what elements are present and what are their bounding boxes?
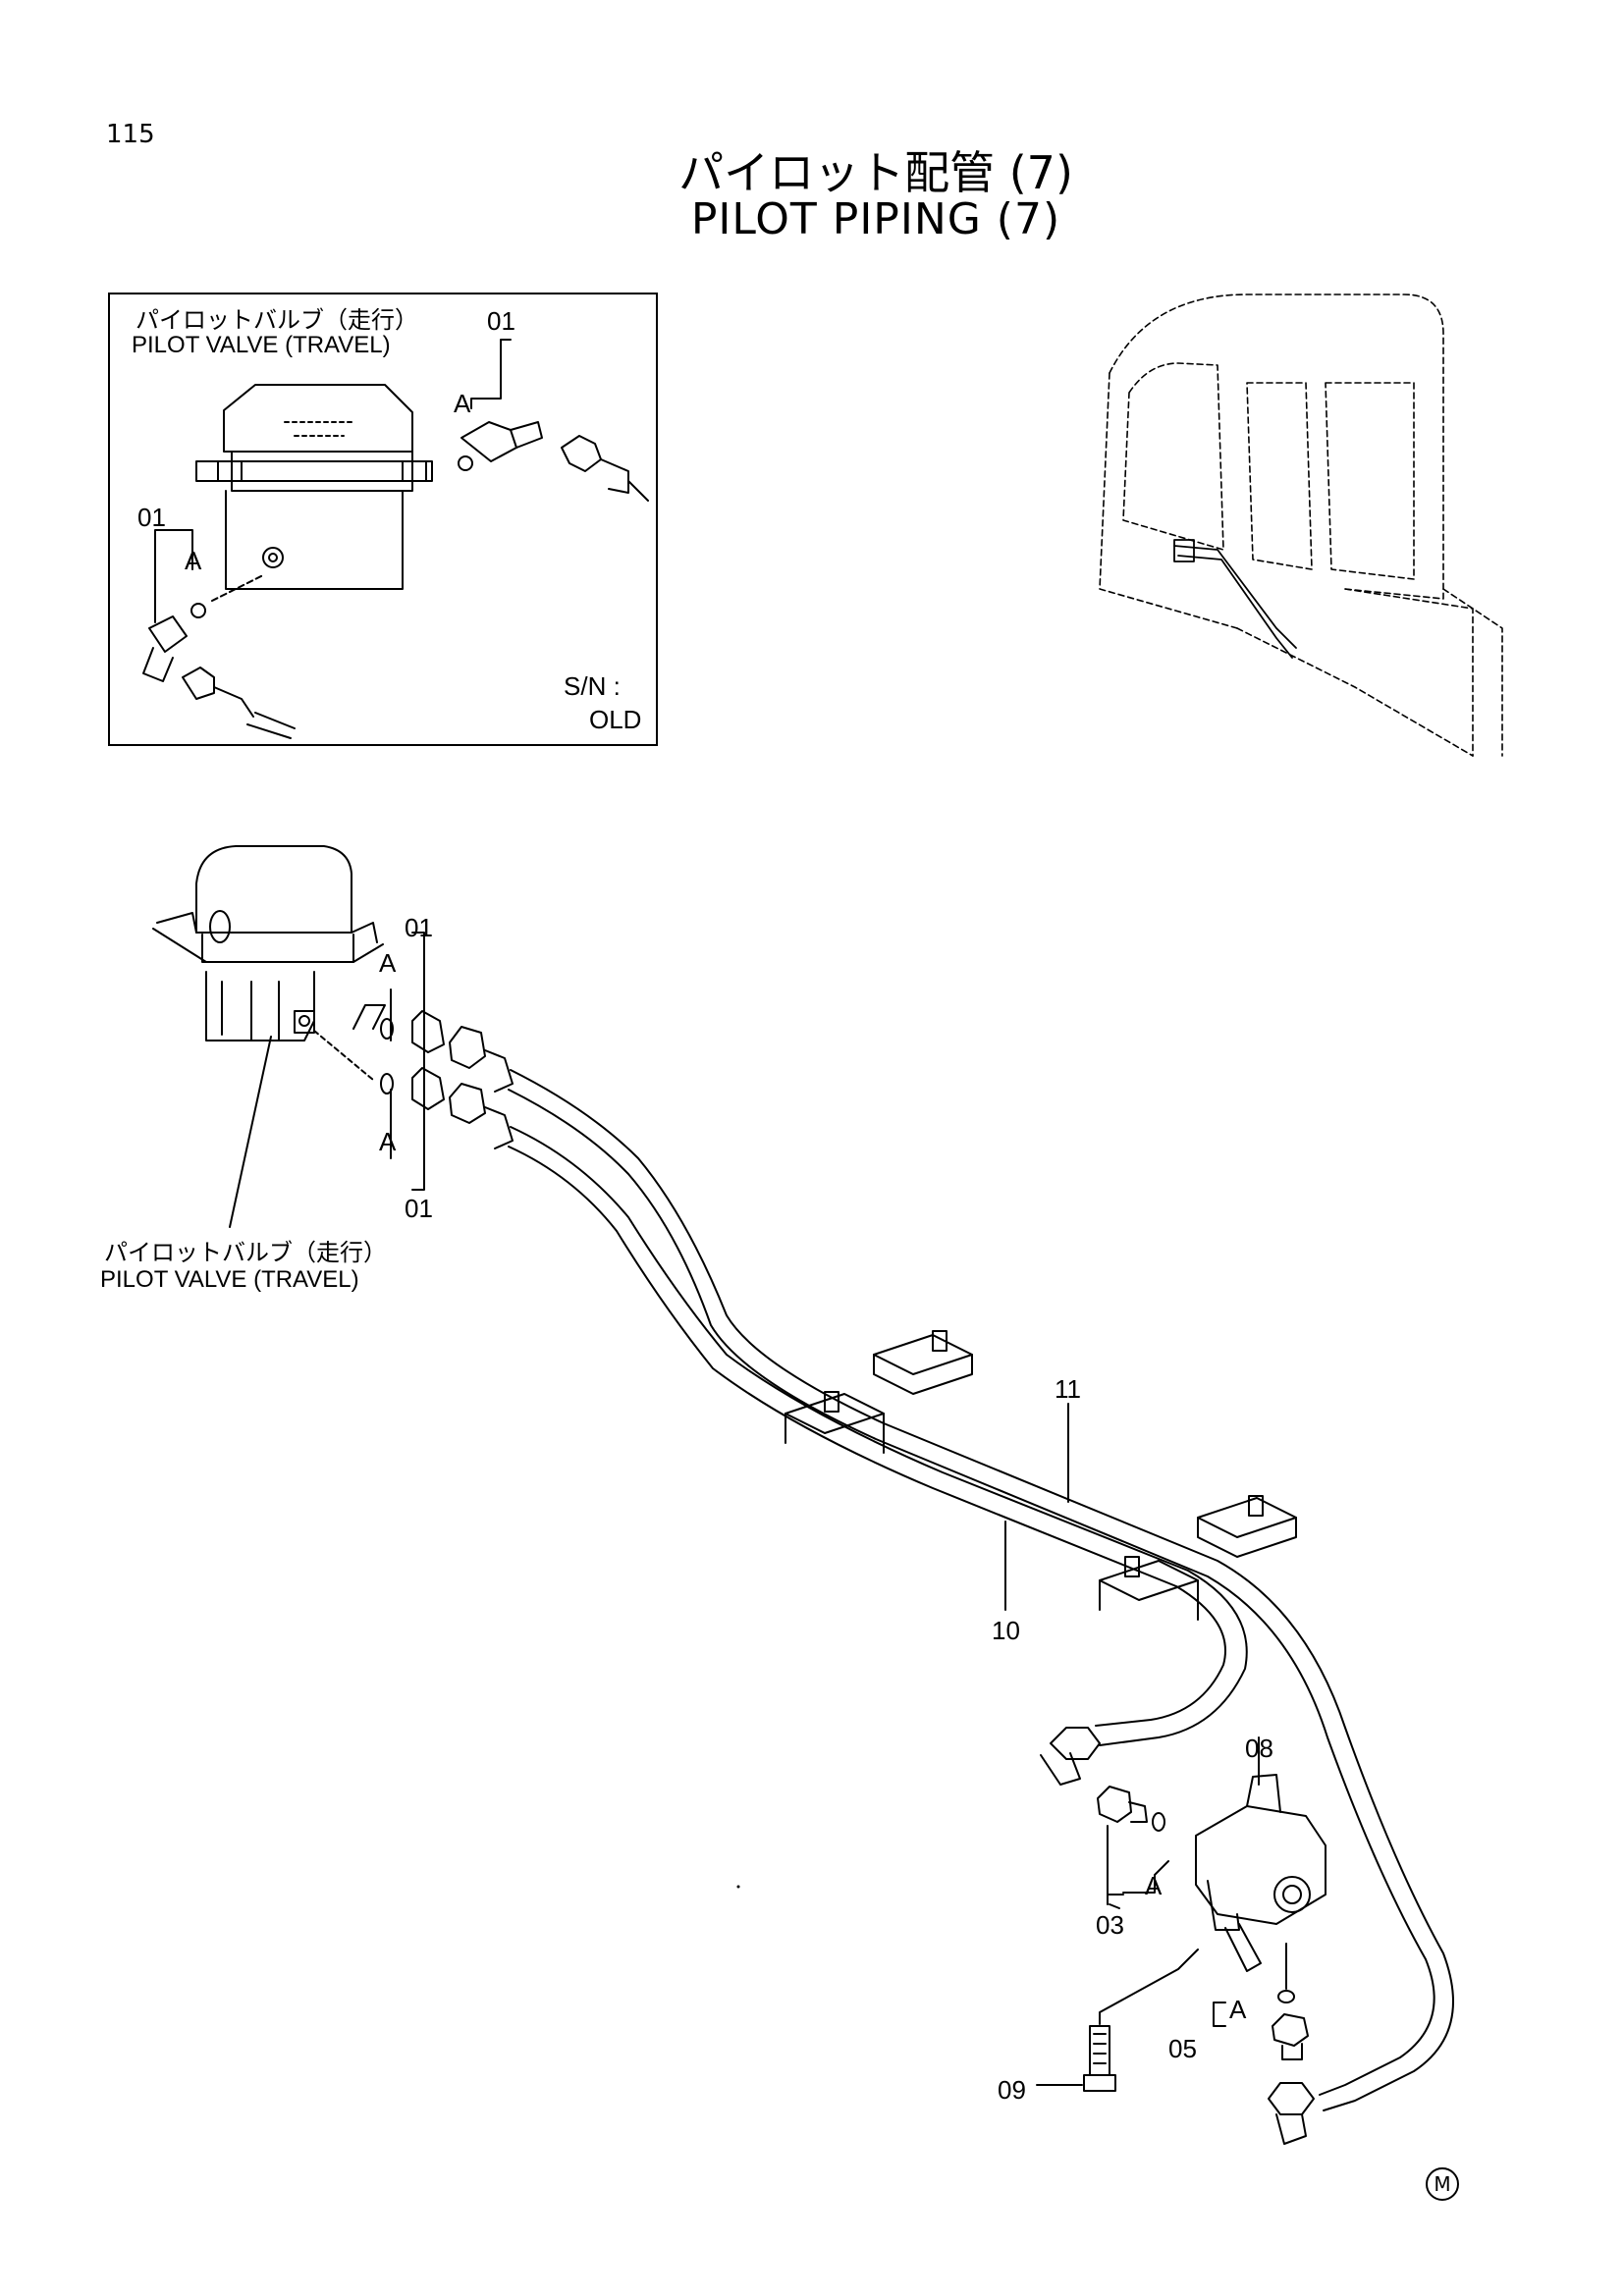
page-title-japanese: パイロット配管 (7) <box>678 146 1073 199</box>
inset-elbow-fitting-upper-icon <box>458 339 543 471</box>
pilot-valve-travel-icon <box>152 845 384 1041</box>
inset-hose-lower-icon <box>182 667 296 739</box>
hose-10-icon <box>508 1126 1248 1746</box>
inset-leader-line <box>211 574 264 602</box>
machine-cab-overview-icon <box>1099 294 1503 757</box>
callout-01-lower: 01 <box>405 1194 433 1223</box>
callout-05: 05 <box>1168 2034 1197 2063</box>
inset-detail-mark-upper: A <box>454 389 471 418</box>
pilot-valve-leader-line <box>229 1036 272 1228</box>
inset-frame <box>108 293 658 746</box>
hose-11-end-fitting-icon <box>1268 2082 1315 2145</box>
hose-nut-upper-icon <box>449 1026 514 1093</box>
fitting-01-upper-icon <box>352 932 445 1191</box>
adapter-03-icon <box>1097 1786 1169 1905</box>
inset-elbow-fitting-lower-icon <box>142 529 206 682</box>
main-label-english: PILOT VALVE (TRAVEL) <box>100 1266 359 1293</box>
valve-body-08-icon <box>1195 1736 1326 1972</box>
inset-callout-01-upper: 01 <box>487 306 515 336</box>
hose-10-end-fitting-icon <box>1040 1727 1101 1786</box>
cab-pilot-hose-icon <box>1173 539 1297 659</box>
mounting-bracket-upper-icon <box>785 1330 973 1454</box>
inset-label-english: PILOT VALVE (TRAVEL) <box>132 332 391 358</box>
connector-05-icon <box>1213 1943 1309 2060</box>
callout-09: 09 <box>998 2075 1026 2105</box>
callout-11: 11 <box>1055 1374 1081 1404</box>
leader-03 <box>1109 1903 1120 1909</box>
fitting-01-lower-icon <box>313 1030 445 1159</box>
hose-nut-lower-icon <box>449 1083 514 1149</box>
detail-mark-a-connector: A <box>1229 1995 1247 2024</box>
serial-note-line2: OLD <box>589 705 642 734</box>
page-title-english: PILOT PIPING (7) <box>690 194 1061 244</box>
callout-01-upper: 01 <box>405 913 433 942</box>
inset-callout-01-lower: 01 <box>137 503 166 532</box>
detail-mark-a-upper: A <box>379 948 397 978</box>
inset-label-japanese: パイロットバルブ（走行） <box>135 306 418 334</box>
stray-mark <box>736 1885 740 1889</box>
mounting-bracket-lower-icon <box>1099 1495 1297 1621</box>
serial-note-line1: S/N : <box>564 671 621 701</box>
main-label-japanese: パイロットバルブ（走行） <box>104 1239 387 1266</box>
footer-circled-mark: M <box>1426 2167 1459 2201</box>
callout-03: 03 <box>1096 1910 1124 1940</box>
bolt-09-icon <box>1036 1949 1199 2092</box>
inset-hose-upper-icon <box>561 435 649 502</box>
page-number: 115 <box>106 120 155 149</box>
detail-mark-a-lower: A <box>379 1127 397 1156</box>
callout-10: 10 <box>992 1616 1020 1645</box>
hose-11-icon <box>508 1069 1454 2111</box>
inset-pilot-valve-icon <box>195 384 433 590</box>
